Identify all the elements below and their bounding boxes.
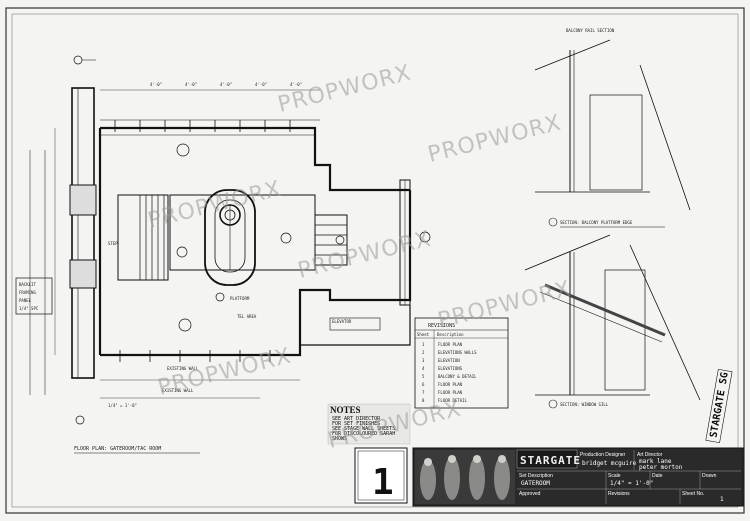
svg-text:BALCONY & DETAIL: BALCONY & DETAIL — [438, 374, 477, 379]
svg-text:Production Designer: Production Designer — [580, 452, 626, 458]
svg-text:ELEVATIONS WALLS: ELEVATIONS WALLS — [438, 350, 477, 355]
svg-text:Date: Date — [652, 473, 663, 479]
svg-text:1: 1 — [422, 342, 425, 347]
svg-text:Scale: Scale — [608, 473, 621, 479]
svg-text:2: 2 — [422, 350, 425, 355]
detail-mid-label: SECTION: BALCONY PLATFORM EDGE — [560, 220, 633, 225]
svg-text:GATEROOM: GATEROOM — [521, 480, 550, 487]
svg-text:8: 8 — [422, 398, 425, 403]
svg-text:ELEVATIONS: ELEVATIONS — [438, 366, 463, 371]
svg-text:peter morton: peter morton — [639, 464, 683, 471]
svg-text:1/4" = 1'-0": 1/4" = 1'-0" — [610, 480, 653, 487]
svg-text:Set Description: Set Description — [519, 473, 553, 479]
detail-top — [534, 39, 691, 211]
svg-text:5: 5 — [422, 374, 425, 379]
svg-text:3: 3 — [422, 358, 425, 363]
svg-text:STEP: STEP — [108, 241, 118, 246]
detail-top-label: BALCONY RAIL SECTION — [566, 28, 615, 33]
svg-text:FOR SET FINISHES: FOR SET FINISHES — [332, 421, 380, 427]
svg-text:Drawn: Drawn — [702, 473, 717, 479]
svg-text:EXISTING WALL: EXISTING WALL — [162, 388, 194, 393]
svg-text:FOR DISCOLOURED SARAH: FOR DISCOLOURED SARAH — [332, 431, 395, 437]
svg-text:Sheet: Sheet — [417, 332, 430, 337]
svg-text:4: 4 — [422, 366, 425, 371]
svg-text:PANEL: PANEL — [19, 298, 32, 303]
svg-text:Sheet No.: Sheet No. — [682, 491, 704, 497]
detail-bottom — [524, 234, 701, 401]
detail-bottom-label: SECTION: WINDOW SILL — [560, 402, 609, 407]
svg-text:SEE STAGE WALL SHEETS: SEE STAGE WALL SHEETS — [332, 426, 395, 432]
svg-text:FLOOR PLAN: FLOOR PLAN — [438, 382, 463, 387]
svg-text:4'-0": 4'-0" — [185, 82, 197, 87]
svg-text:SHOWS: SHOWS — [332, 436, 347, 442]
svg-text:4'-0": 4'-0" — [290, 82, 302, 87]
svg-text:6: 6 — [422, 382, 425, 387]
svg-text:BACKLIT: BACKLIT — [19, 282, 36, 287]
svg-text:ELEVATION: ELEVATION — [438, 358, 460, 363]
notes-block: NOTES SEE ART DIRECTOR FOR SET FINISHES … — [327, 403, 411, 445]
svg-text:NOTES: NOTES — [330, 405, 361, 415]
svg-text:4'-0": 4'-0" — [255, 82, 267, 87]
svg-text:FLOOR PLAN: FLOOR PLAN — [438, 342, 463, 347]
gateroom-plan — [98, 119, 412, 362]
svg-text:Revisions: Revisions — [608, 491, 630, 497]
svg-text:FLOOR PLAN: FLOOR PLAN — [438, 390, 463, 395]
svg-text:SEE ART DIRECTOR: SEE ART DIRECTOR — [332, 416, 381, 422]
svg-text:Art Director: Art Director — [637, 452, 663, 458]
sheet-number-box: 1 — [354, 447, 408, 504]
svg-text:1: 1 — [372, 462, 394, 503]
plan-title: FLOOR PLAN: GATEROOM/TAC ROOM — [74, 446, 161, 452]
svg-text:mark lane: mark lane — [639, 458, 672, 465]
svg-text:EXISTING WALL: EXISTING WALL — [167, 366, 199, 371]
svg-text:4'-0": 4'-0" — [150, 82, 162, 87]
svg-text:7: 7 — [422, 390, 425, 395]
svg-text:FLOOR DETAIL: FLOOR DETAIL — [438, 398, 467, 403]
svg-text:Description: Description — [437, 332, 464, 337]
svg-text:REVISIONS: REVISIONS — [428, 323, 455, 329]
svg-text:bridget mcguire: bridget mcguire — [582, 460, 637, 467]
svg-text:4'-0": 4'-0" — [220, 82, 232, 87]
left-wall — [29, 87, 97, 395]
svg-text:FRAMING: FRAMING — [19, 290, 36, 295]
title-block: STARGATE Production Designer bridget mcg… — [412, 447, 744, 507]
svg-text:1: 1 — [720, 496, 724, 503]
stargate-logo: STARGATE — [520, 454, 581, 467]
svg-text:PLATFORM: PLATFORM — [230, 296, 250, 301]
svg-text:Approved: Approved — [519, 491, 541, 497]
svg-text:1/4" = 1'-0": 1/4" = 1'-0" — [108, 403, 137, 408]
svg-text:1/4" SPC: 1/4" SPC — [19, 306, 39, 311]
svg-text:ELEVATOR: ELEVATOR — [332, 319, 352, 324]
svg-text:TEL AREA: TEL AREA — [237, 314, 257, 319]
